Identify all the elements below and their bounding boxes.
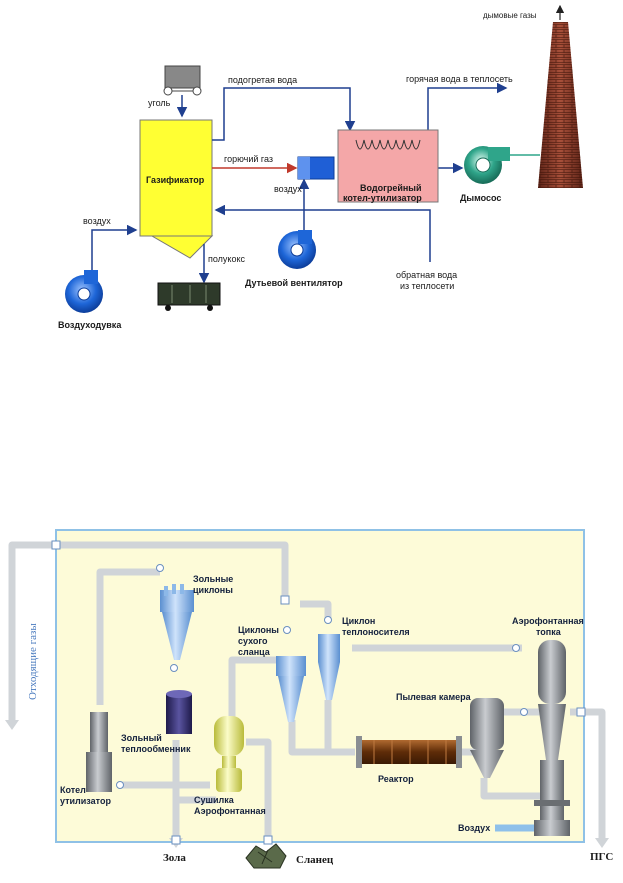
- label-ash-exchanger-1: Зольный: [121, 733, 162, 743]
- label-dust-chamber: Пылевая камера: [396, 692, 472, 702]
- coal-hopper: [163, 65, 202, 96]
- label-pgs: ПГС: [590, 851, 613, 863]
- label-boiler-1: Котел: [60, 785, 86, 795]
- valves: [51, 540, 586, 845]
- label-boiler-1: Водогрейный: [360, 183, 422, 193]
- label-flue-gases: дымовые газы: [483, 11, 537, 20]
- label-reactor: Реактор: [378, 774, 414, 784]
- label-fuel-gas: горючий газ: [224, 154, 273, 164]
- ash-heat-exchanger: [166, 690, 192, 734]
- ash-cyclones: [160, 584, 194, 660]
- pipes-diagram2: [8, 541, 606, 838]
- label-return-2: из теплосети: [400, 281, 454, 291]
- label-aero-furnace-1: Аэрофонтанная: [512, 616, 584, 626]
- pgs-arrow: [595, 838, 609, 848]
- label-air-blower-unit: Воздуходувка: [58, 320, 122, 330]
- diagram-1: дымовые газы уголь Газификатор: [58, 4, 583, 330]
- label-heat-cyclone-1: Циклон: [342, 616, 375, 626]
- diagram-2: Зольные циклоны Зольный теплообменник Ци…: [5, 529, 613, 869]
- label-dry-cyclones-2: сухого: [238, 636, 268, 646]
- dust-chamber: [470, 698, 504, 778]
- label-hot-water: горячая вода в теплосеть: [406, 74, 513, 84]
- label-gasifier: Газификатор: [146, 175, 205, 185]
- label-air-blower: воздух: [83, 216, 111, 226]
- shale-pile: [245, 843, 287, 869]
- label-ash-cyclones-1: Зольные: [193, 574, 233, 584]
- label-blower-fan: Дутьевой вентилятор: [245, 278, 343, 288]
- label-dry-cyclones-3: сланца: [238, 647, 271, 657]
- label-air: Воздух: [458, 823, 490, 833]
- label-heat-cyclone-2: теплоносителя: [342, 627, 410, 637]
- boiler: [337, 129, 439, 203]
- blower-fan: [278, 230, 316, 269]
- label-semicoke: полукокс: [208, 254, 246, 264]
- label-boiler-2: котел-утилизатор: [343, 193, 422, 203]
- chimney: [538, 4, 583, 188]
- label-smoke-exhauster: Дымосос: [460, 193, 501, 203]
- label-dryer-2: Аэрофонтанная: [194, 806, 266, 816]
- boiler-utilizer: [86, 712, 112, 792]
- process-panel: [55, 529, 585, 843]
- pipes-diagram1: [91, 82, 540, 284]
- label-dryer-1: Сушилка: [194, 795, 235, 805]
- reactor: [356, 736, 462, 768]
- smoke-exhauster: [464, 146, 510, 184]
- aero-furnace: [534, 640, 570, 836]
- air-blower: [65, 270, 103, 313]
- burner: [297, 156, 335, 180]
- label-boiler-2: утилизатор: [60, 796, 111, 806]
- label-air-burner: воздух: [274, 184, 302, 194]
- label-dry-cyclones-1: Циклоны: [238, 625, 279, 635]
- label-aero-furnace-2: топка: [536, 627, 562, 637]
- label-shale: Сланец: [296, 854, 334, 866]
- label-ash-exchanger-2: теплообменник: [121, 744, 191, 754]
- label-ash: Зола: [163, 852, 186, 864]
- gasifier: [139, 119, 214, 259]
- label-ash-cyclones-2: циклоны: [193, 585, 233, 595]
- aero-dryer: [214, 716, 244, 792]
- label-exhaust-gases: Отходящие газы: [27, 623, 39, 700]
- semicoke-wagon: [157, 282, 221, 311]
- label-heated-water: подогретая вода: [228, 75, 297, 85]
- exhaust-arrow: [5, 720, 19, 730]
- dry-shale-cyclones: [276, 656, 306, 722]
- heat-carrier-cyclone: [318, 634, 340, 700]
- label-coal: уголь: [148, 98, 171, 108]
- label-return-1: обратная вода: [396, 270, 457, 280]
